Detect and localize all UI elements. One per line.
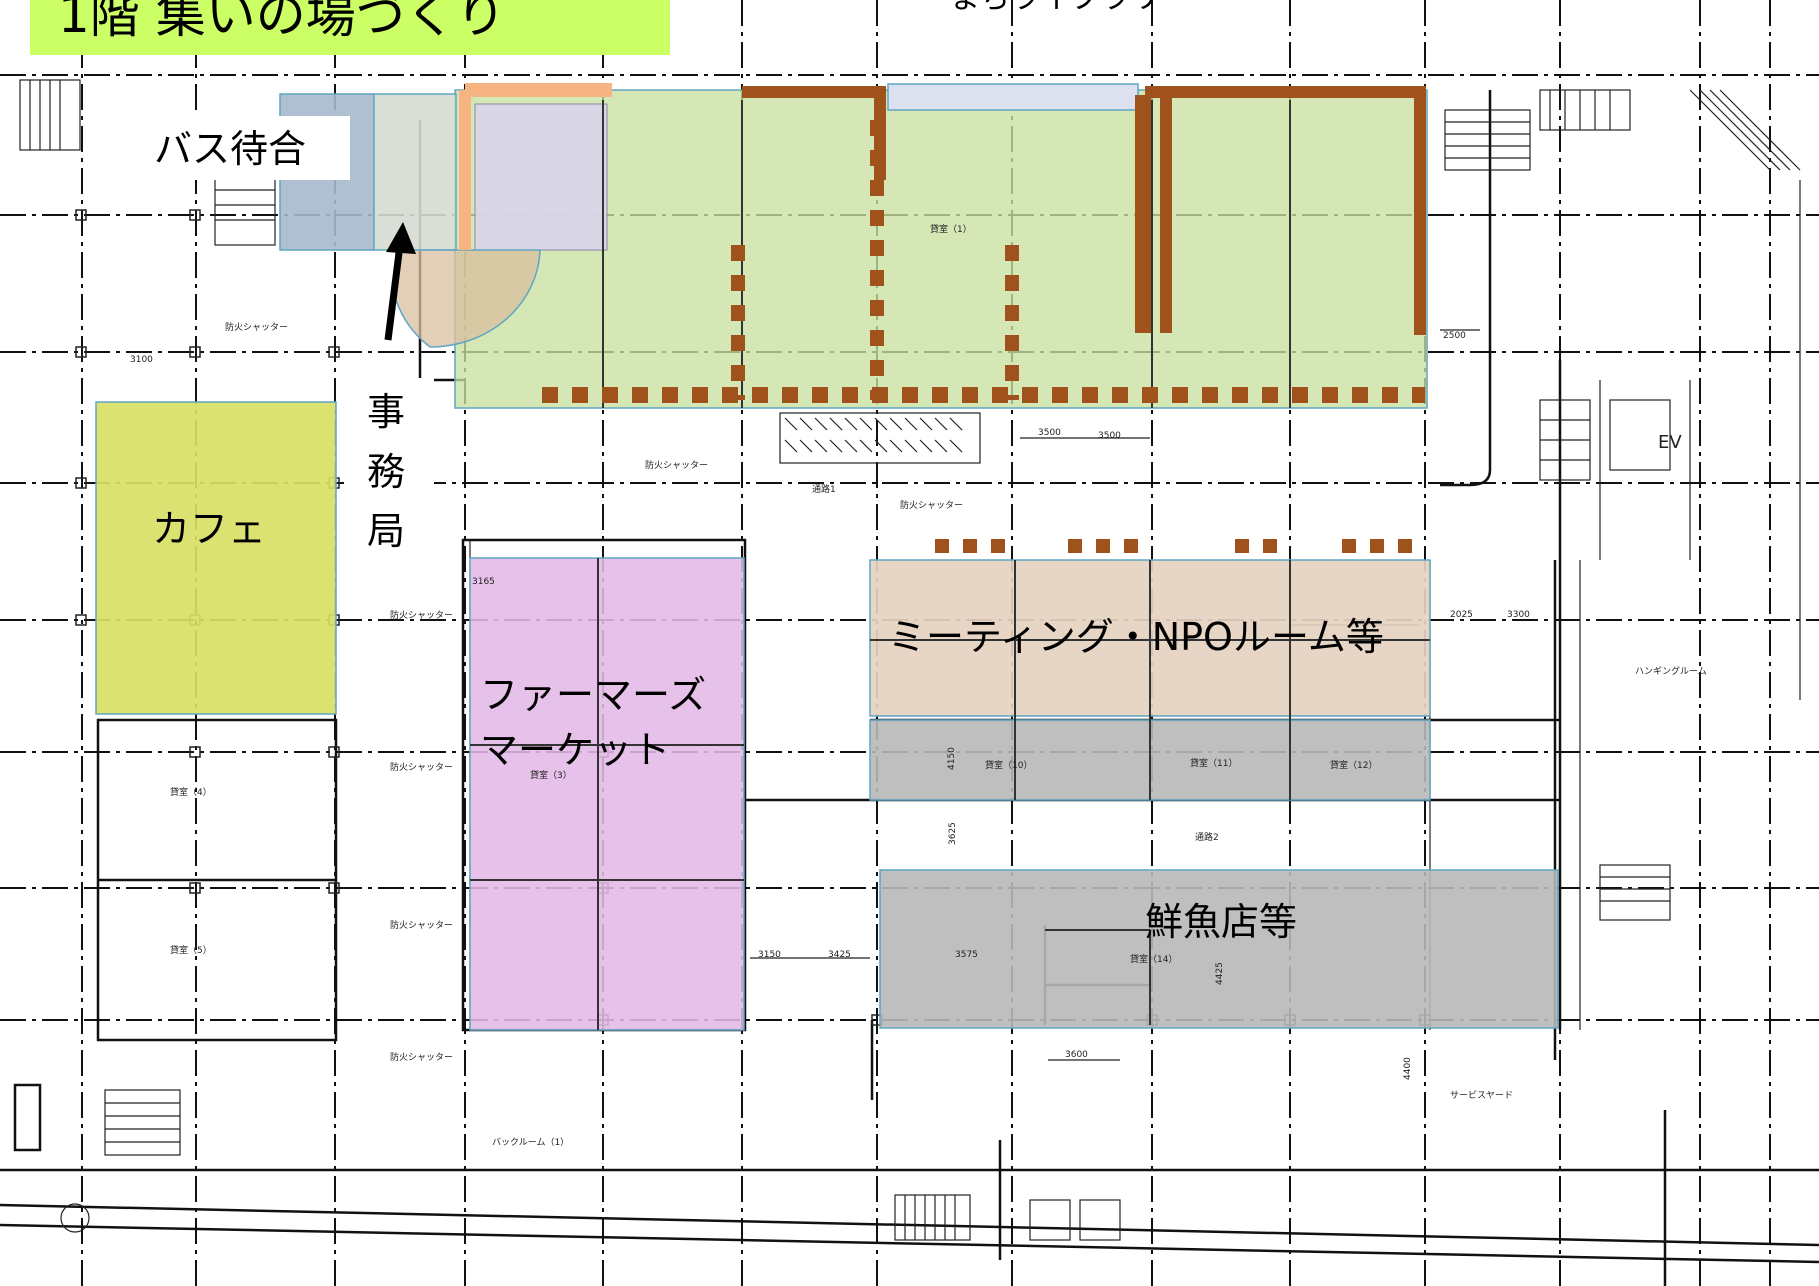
mark-passage-2: 通路2 [1195, 831, 1219, 843]
zone-divisions [470, 100, 1430, 1030]
mark-dim-3500b: 3500 [1098, 431, 1121, 441]
cafe-label: カフェ [152, 507, 266, 551]
mark-dim-3150: 3150 [758, 950, 781, 960]
title-box [30, 0, 670, 55]
top-strip [887, 83, 1139, 111]
fish-shop-label: 鮮魚店等 [1145, 900, 1297, 944]
meeting-room-label: ミーティング・NPOルーム等 [888, 615, 1384, 659]
office-label-char-2: 務 [367, 450, 405, 494]
elevator-label: EV [1658, 432, 1682, 453]
bus-stop-label-bg [138, 116, 350, 180]
cafe-area [95, 401, 337, 715]
mark-shutter-6: 防火シャッター [225, 321, 288, 333]
office-label-bg [344, 378, 434, 570]
mark-dim-2025: 2025 [1450, 610, 1473, 620]
bus-stop-label: バス待合 [154, 127, 306, 171]
mark-shutter-5: 防火シャッター [390, 1051, 453, 1063]
mark-dim-3600: 3600 [1065, 1050, 1088, 1060]
mark-rent-10: 貸室（10） [985, 759, 1032, 771]
mark-rent-12: 貸室（12） [1330, 759, 1377, 771]
mark-dim-3100: 3100 [130, 355, 153, 365]
mark-dim-3500a: 3500 [1038, 428, 1061, 438]
plan-marks: 貸室（1） 貸室（3） 貸室（4） 貸室（5） 貸室（10） 貸室（11） 貸室… [130, 223, 1707, 1148]
mark-shutter-4: 防火シャッター [390, 919, 453, 931]
mark-backroom: バックルーム（1） [492, 1137, 569, 1148]
mark-dim-3300: 3300 [1507, 610, 1530, 620]
mark-dim-3575: 3575 [955, 950, 978, 960]
lavender-block [474, 103, 608, 251]
mark-hanging-room: ハンギングルーム [1635, 665, 1707, 677]
office-label-char-3: 局 [367, 509, 405, 553]
mark-dim-3165: 3165 [472, 577, 495, 587]
mark-dim-4150: 4150 [947, 747, 957, 770]
mark-shutter-2: 防火シャッター [390, 609, 453, 621]
mark-shutter-1: 防火シャッター [645, 459, 708, 471]
office-arrow [384, 222, 416, 341]
mark-shutter-3: 防火シャッター [390, 761, 453, 773]
mark-rent-3: 貸室（3） [530, 769, 572, 781]
office-area [373, 93, 457, 251]
mark-dim-3425: 3425 [828, 950, 851, 960]
mark-rent-4: 貸室（4） [170, 786, 212, 798]
mark-dim-2500: 2500 [1443, 331, 1466, 341]
farmers-market-area [469, 557, 745, 1031]
mark-dim-3625: 3625 [948, 822, 958, 845]
mark-dim-4425: 4425 [1215, 962, 1225, 985]
fish-shop-area [879, 869, 1559, 1029]
mark-rent-5: 貸室（5） [170, 944, 212, 956]
subtitle: まちライブラリ [950, 0, 1160, 16]
mark-shutter-7: 防火シャッター [900, 499, 963, 511]
mark-rent-14: 貸室（14） [1130, 953, 1177, 965]
farmers-market-label-2: マーケット [480, 728, 670, 772]
mark-rent-11: 貸室（11） [1190, 757, 1237, 769]
mark-rent-1: 貸室（1） [930, 223, 972, 235]
brown-borders [459, 83, 1426, 553]
door-swing-area [395, 249, 541, 348]
office-label-char-1: 事 [367, 390, 405, 434]
mark-passage-1: 通路1 [812, 483, 836, 495]
mark-dim-4400: 4400 [1403, 1057, 1413, 1080]
mark-service-yard: サービスヤード [1450, 1090, 1513, 1101]
farmers-market-label-1: ファーマーズ [480, 673, 706, 717]
page-title: 1階 集いの場づくり [58, 0, 506, 44]
